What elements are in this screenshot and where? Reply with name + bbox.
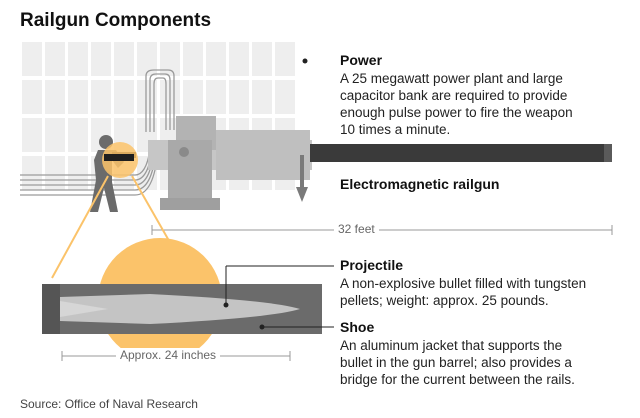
projectile-description: A non-explosive bullet filled with tungs… <box>340 275 586 309</box>
shoe-description: An aluminum jacket that supports the bul… <box>340 337 575 388</box>
railgun-barrel <box>310 144 610 162</box>
shoe-callout-line <box>259 324 334 330</box>
projectile-fin <box>60 301 108 317</box>
page-title: Railgun Components <box>20 10 212 31</box>
projectile-heading: Projectile <box>340 257 404 273</box>
power-line: 10 times a minute. <box>340 122 451 137</box>
barrel-muzzle <box>604 144 612 162</box>
railgun-body <box>148 116 312 210</box>
power-line: capacitor bank are required to provide <box>340 88 568 103</box>
power-callout-dot <box>302 58 308 64</box>
power-line: enough pulse power to fire the weapon <box>340 105 573 120</box>
shoe-heading: Shoe <box>340 319 375 335</box>
shoe-line: bullet in the gun barrel; also provides … <box>340 355 572 370</box>
railgun-label: Electromagnetic railgun <box>340 176 500 192</box>
projectile-callout-line <box>223 265 334 308</box>
projectile-line: A non-explosive bullet filled with tungs… <box>340 276 587 291</box>
power-description: A 25 megawatt power plant and large capa… <box>340 70 573 138</box>
source-note: Source: Office of Naval Research <box>20 397 198 411</box>
length-label: 32 feet <box>334 222 379 236</box>
breech-projectile-icon <box>104 154 134 161</box>
capacitor-bank <box>20 40 310 212</box>
projectile-line: pellets; weight: approx. 25 pounds. <box>340 293 549 308</box>
power-line: A 25 megawatt power plant and large <box>340 71 563 86</box>
power-heading: Power <box>340 52 383 68</box>
projectile-body <box>60 294 300 324</box>
length-dimension-line <box>151 225 613 235</box>
shoe-line: An aluminum jacket that supports the <box>340 338 563 353</box>
shoe-line: bridge for the current between the rails… <box>340 372 575 387</box>
projectile-length-label: Approx. 24 inches <box>116 348 221 362</box>
